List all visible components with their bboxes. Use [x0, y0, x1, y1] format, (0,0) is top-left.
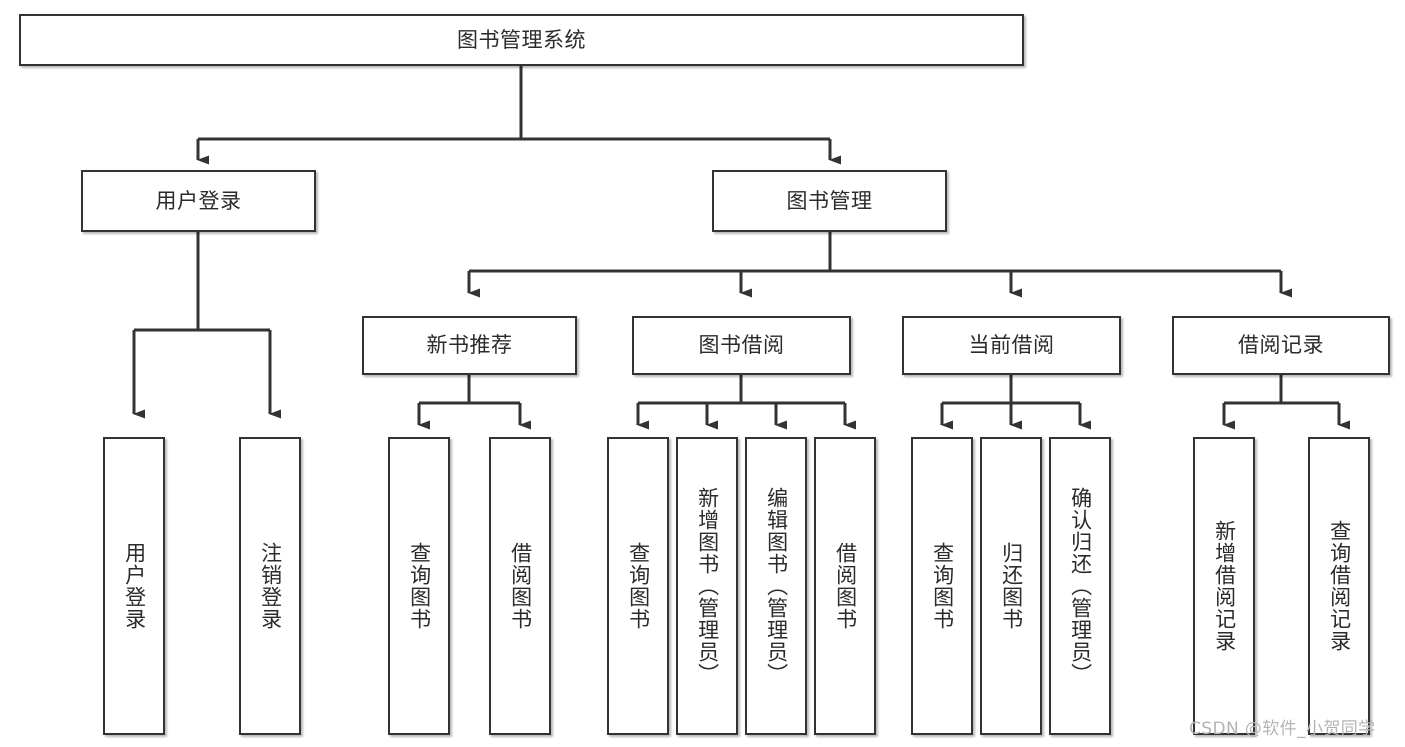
leaf-borrow-book-2-label: 借阅图书: [833, 542, 858, 630]
node-root-label: 图书管理系统: [457, 27, 586, 52]
node-borrow-record-label: 借阅记录: [1238, 333, 1324, 358]
node-book-borrow[interactable]: 图书借阅: [632, 316, 851, 375]
node-book-borrow-label: 图书借阅: [698, 333, 785, 358]
connector-group-current-borrow: [940, 375, 1091, 430]
leaf-query-book-1-label: 查询图书: [407, 542, 432, 630]
leaf-return-book[interactable]: 归还图书: [980, 437, 1042, 735]
leaf-borrow-book-1-label: 借阅图书: [508, 542, 533, 630]
leaf-return-book-label: 归还图书: [999, 542, 1024, 630]
node-book-manage[interactable]: 图书管理: [712, 170, 947, 232]
leaf-logout[interactable]: 注销登录: [239, 437, 301, 735]
node-new-book-recommend-label: 新书推荐: [426, 333, 513, 358]
leaf-query-book-3[interactable]: 查询图书: [911, 437, 973, 735]
leaf-confirm-return-label: 确认归还（管理员）: [1068, 487, 1093, 685]
leaf-query-record[interactable]: 查询借阅记录: [1308, 437, 1370, 735]
leaf-confirm-return[interactable]: 确认归还（管理员）: [1049, 437, 1111, 735]
connector-group-borrow-record: [1222, 375, 1350, 430]
node-root[interactable]: 图书管理系统: [19, 14, 1024, 66]
leaf-user-login[interactable]: 用户登录: [103, 437, 165, 735]
node-borrow-record[interactable]: 借阅记录: [1172, 316, 1390, 375]
connector-group-user-login: [132, 232, 281, 419]
node-book-manage-label: 图书管理: [786, 188, 873, 213]
leaf-add-record-label: 新增借阅记录: [1212, 520, 1237, 652]
connector-group-new-book: [417, 375, 531, 430]
connector-group-root: [196, 66, 841, 165]
node-user-login[interactable]: 用户登录: [81, 170, 316, 232]
node-current-borrow[interactable]: 当前借阅: [902, 316, 1121, 375]
node-new-book-recommend[interactable]: 新书推荐: [362, 316, 577, 375]
leaf-query-book-3-label: 查询图书: [930, 542, 955, 630]
leaf-add-book-label: 新增图书（管理员）: [695, 487, 720, 685]
leaf-query-book-1[interactable]: 查询图书: [388, 437, 450, 735]
leaf-borrow-book-2[interactable]: 借阅图书: [814, 437, 876, 735]
node-current-borrow-label: 当前借阅: [968, 333, 1055, 358]
leaf-borrow-book-1[interactable]: 借阅图书: [489, 437, 551, 735]
leaf-edit-book[interactable]: 编辑图书（管理员）: [745, 437, 807, 735]
leaf-edit-book-label: 编辑图书（管理员）: [764, 487, 789, 685]
leaf-add-record[interactable]: 新增借阅记录: [1193, 437, 1255, 735]
leaf-add-book[interactable]: 新增图书（管理员）: [676, 437, 738, 735]
node-user-login-label: 用户登录: [155, 188, 242, 213]
leaf-query-book-2[interactable]: 查询图书: [607, 437, 669, 735]
leaf-query-record-label: 查询借阅记录: [1327, 520, 1352, 652]
leaf-user-login-label: 用户登录: [122, 542, 147, 630]
connector-group-book-borrow: [636, 375, 856, 430]
connector-group-book-manage: [467, 232, 1292, 298]
csdn-watermark: CSDN @软件_小贺同学: [1189, 719, 1376, 739]
leaf-query-book-2-label: 查询图书: [626, 542, 651, 630]
leaf-logout-label: 注销登录: [258, 542, 283, 630]
